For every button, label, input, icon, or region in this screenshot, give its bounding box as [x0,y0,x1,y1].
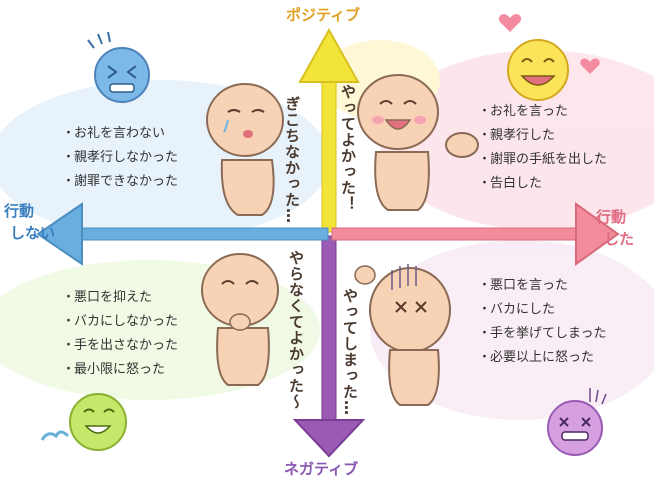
list-item-text: 手を挙げてしまった [490,326,607,341]
list-item-text: 悪口を言った [490,278,569,293]
caption-awkward: ぎこちなかった… [283,96,301,224]
list-top-left: ・お礼を言わない ・親孝行しなかった ・謝罪できなかった [62,122,178,194]
list-item: ・親孝行した [478,128,556,143]
arrow-down-negative [292,235,366,458]
axis-label-acted-line2: した [604,230,635,248]
face-tense-icon [87,31,150,103]
list-item-text: バカにした [490,302,556,317]
character-awkward [206,83,284,216]
list-item: ・お礼を言った [478,104,569,119]
list-item-text: お礼を言わない [74,126,166,141]
character-relieved [201,253,279,386]
list-item: ・必要以上に怒った [478,350,595,365]
axis-label-not-acting: 行動 しない [4,200,55,244]
character-glad [357,74,479,211]
list-item-text: 告白した [490,176,543,191]
list-item-text: 親孝行しなかった [74,150,179,165]
axis-label-acted-line1: 行動 [596,208,627,226]
list-item-text: 必要以上に怒った [490,350,595,365]
list-item-text: 悪口を抑えた [74,290,153,305]
arrow-up-positive [298,27,360,233]
list-item: ・謝罪できなかった [62,174,179,189]
axis-label-acted: 行動 した [596,206,634,250]
list-item-text: 親孝行した [490,128,556,143]
axis-label-not-acting-line1: 行動 [4,202,35,220]
list-bottom-right: ・悪口を言った ・バカにした ・手を挙げてしまった ・必要以上に怒った [478,274,606,370]
arrow-left-not-acting [36,202,329,266]
caption-relieved: やらなくてよかった～ [287,250,305,410]
list-item: ・バカにしなかった [62,314,179,329]
list-item: ・悪口を言った [478,278,569,293]
list-item: ・手を出さなかった [62,338,179,353]
list-item: ・バカにした [478,302,556,317]
list-item-text: お礼を言った [490,104,569,119]
list-item-text: 手を出さなかった [74,338,179,353]
list-item-text: 謝罪できなかった [74,174,179,189]
list-item: ・最小限に怒った [62,362,166,377]
axis-label-positive: ポジティブ [286,6,361,24]
face-dizzy-icon [547,388,607,456]
axis-label-negative: ネガティブ [284,460,359,478]
arrow-right-acted [331,202,620,266]
list-item: ・謝罪の手紙を出した [478,152,608,167]
caption-regret: やってしまった… [341,288,359,416]
face-laughing-icon [498,14,600,101]
list-item-text: 謝罪の手紙を出した [490,152,608,167]
list-item-text: バカにしなかった [74,314,179,329]
list-item: ・悪口を抑えた [62,290,153,305]
list-item: ・お礼を言わない [62,126,166,141]
axis-label-not-acting-line2: しない [10,224,56,242]
list-item: ・手を挙げてしまった [478,326,607,341]
list-top-right: ・お礼を言った ・親孝行した ・謝罪の手紙を出した ・告白した [478,100,607,196]
list-item-text: 最小限に怒った [74,362,166,377]
list-bottom-left: ・悪口を抑えた ・バカにしなかった ・手を出さなかった ・最小限に怒った [62,286,178,382]
face-smiling-icon [40,393,127,451]
character-regret [354,264,451,406]
list-item: ・親孝行しなかった [62,150,179,165]
list-item: ・告白した [478,176,543,191]
caption-glad: やってよかった！ [339,84,357,212]
